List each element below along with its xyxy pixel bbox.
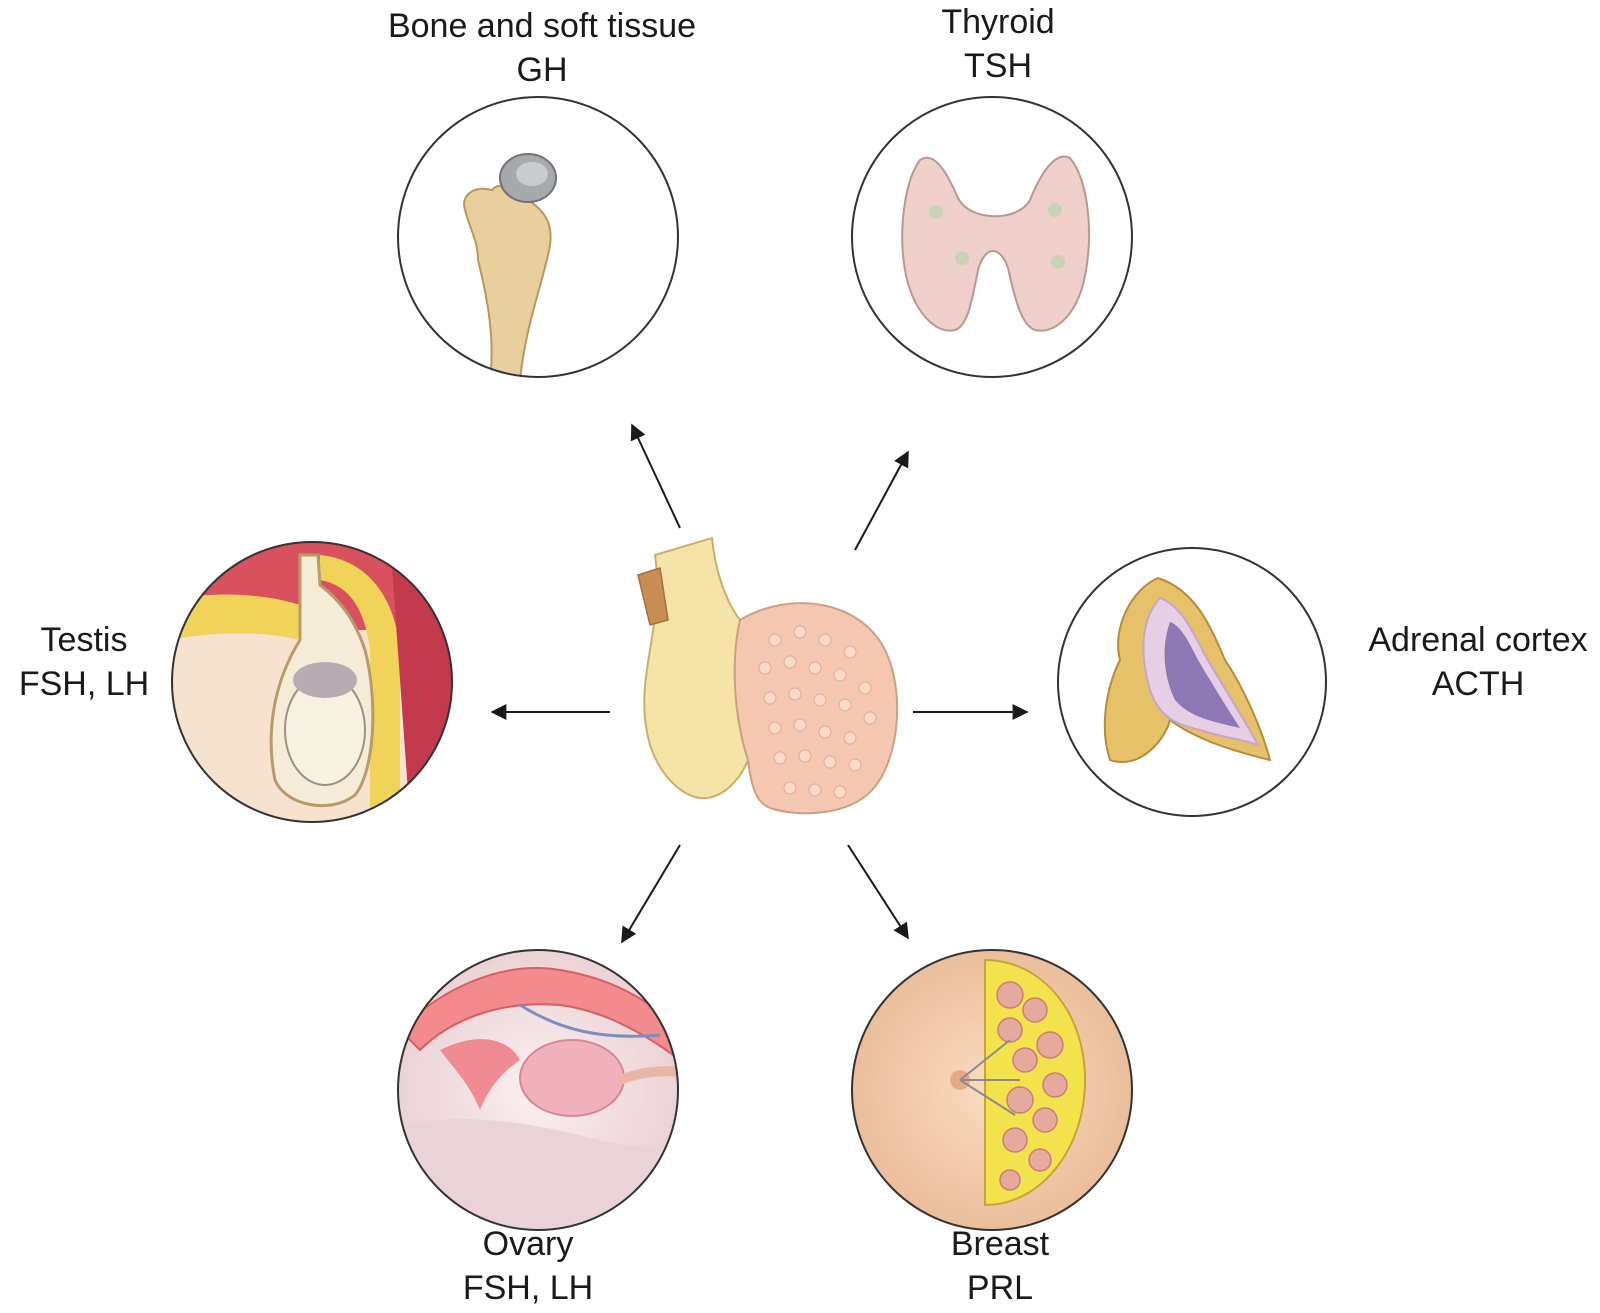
label-bone: Bone and soft tissue GH [388,4,696,92]
label-breast: Breast PRL [951,1222,1049,1310]
bone-illustration [397,96,679,378]
arrow-to-thyroid [854,450,909,551]
breast-illustration [851,949,1133,1231]
hormone-name: GH [516,51,568,89]
adrenal-illustration [1057,547,1327,817]
hormone-name: FSH, LH [18,665,150,703]
testis-illustration [171,541,453,823]
arrow-to-bone [630,423,681,529]
organ-name: Adrenal cortex [1368,621,1588,659]
arrows [490,423,1029,944]
arrow-to-ovary [621,844,681,944]
pituitary-gland-illustration [637,536,899,815]
hormone-name: TSH [964,47,1032,85]
label-adrenal: Adrenal cortex ACTH [1368,618,1587,706]
label-testis: Testis FSH, LH [19,618,149,706]
hormone-name: FSH, LH [462,1269,594,1307]
organ-name: Thyroid [941,3,1055,41]
hormone-name: PRL [966,1269,1034,1307]
ovary-illustration [397,949,679,1231]
thyroid-illustration [851,96,1133,378]
label-ovary: Ovary FSH, LH [463,1222,593,1310]
label-thyroid: Thyroid TSH [941,0,1054,88]
organ-name: Ovary [482,1225,574,1263]
arrow-to-breast [847,844,909,940]
organ-name: Bone and soft tissue [387,7,697,45]
hormone-name: ACTH [1431,665,1525,703]
organ-name: Testis [40,621,128,659]
organ-name: Breast [950,1225,1050,1263]
